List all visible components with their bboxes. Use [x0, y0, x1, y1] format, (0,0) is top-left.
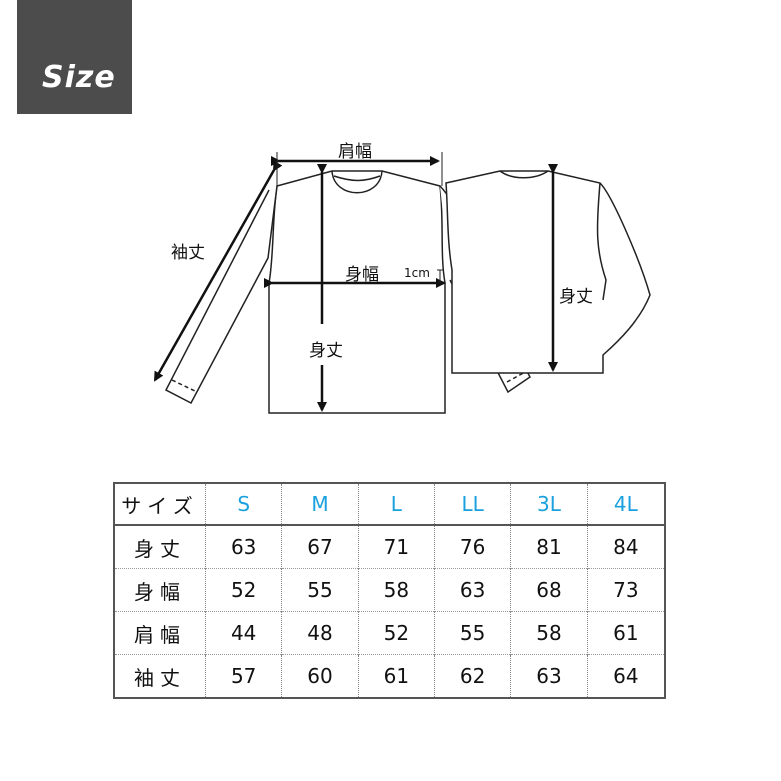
cell: 73 — [586, 568, 665, 612]
cell: 55 — [433, 611, 511, 655]
row-label: 肩幅 — [114, 611, 206, 655]
cell: 81 — [510, 524, 588, 569]
cell: 63 — [433, 568, 511, 612]
size-s: S — [204, 483, 282, 525]
table-row: 身幅 52 55 58 63 68 73 — [114, 568, 665, 612]
cell: 58 — [357, 568, 435, 612]
table-row: 肩幅 44 48 52 55 58 61 — [114, 611, 665, 655]
cell: 55 — [281, 568, 359, 612]
front-body-length-label: 身丈 — [309, 336, 343, 361]
cell: 61 — [586, 611, 665, 655]
cell: 48 — [281, 611, 359, 655]
cell: 76 — [433, 524, 511, 569]
row-label: 身丈 — [114, 524, 206, 569]
size-4l: 4L — [586, 483, 665, 525]
table-header-row: サイズ S M L LL 3L 4L — [114, 483, 665, 525]
cell: 44 — [204, 611, 282, 655]
table-row: 袖丈 57 60 61 62 63 64 — [114, 654, 665, 698]
back-body-length-label: 身丈 — [559, 287, 593, 307]
cell: 52 — [204, 568, 282, 612]
cell: 67 — [281, 524, 359, 569]
cell: 71 — [357, 524, 435, 569]
cell: 64 — [586, 654, 665, 698]
cell: 62 — [433, 654, 511, 698]
tshirt-diagram: 肩幅 袖丈 身幅 1cm 身丈 身丈 — [153, 142, 651, 414]
cell: 61 — [357, 654, 435, 698]
size-3l: 3L — [510, 483, 588, 525]
size-badge: Size — [17, 0, 132, 114]
row-label: 身幅 — [114, 568, 206, 612]
size-ll: LL — [433, 483, 511, 525]
cell: 63 — [510, 654, 588, 698]
sleeve-length-label: 袖丈 — [171, 243, 205, 263]
cell: 84 — [586, 524, 665, 569]
body-width-offset-label: 1cm — [404, 266, 430, 280]
table-row: 身丈 63 67 71 76 81 84 — [114, 524, 665, 569]
tshirt-outline-illustration — [153, 152, 651, 414]
size-badge-label: Size — [42, 60, 116, 95]
cell: 68 — [510, 568, 588, 612]
size-header-label: サイズ — [121, 493, 199, 518]
cell: 57 — [204, 654, 282, 698]
size-l: L — [357, 483, 435, 525]
size-chart-table: サイズ S M L LL 3L 4L 身丈 63 67 71 76 81 84 … — [113, 482, 666, 699]
cell: 52 — [357, 611, 435, 655]
body-width-label: 身幅 — [345, 265, 379, 285]
row-label: 袖丈 — [114, 654, 206, 698]
shoulder-width-label: 肩幅 — [338, 142, 372, 162]
cell: 60 — [281, 654, 359, 698]
cell: 58 — [510, 611, 588, 655]
size-m: M — [281, 483, 359, 525]
cell: 63 — [204, 524, 282, 569]
